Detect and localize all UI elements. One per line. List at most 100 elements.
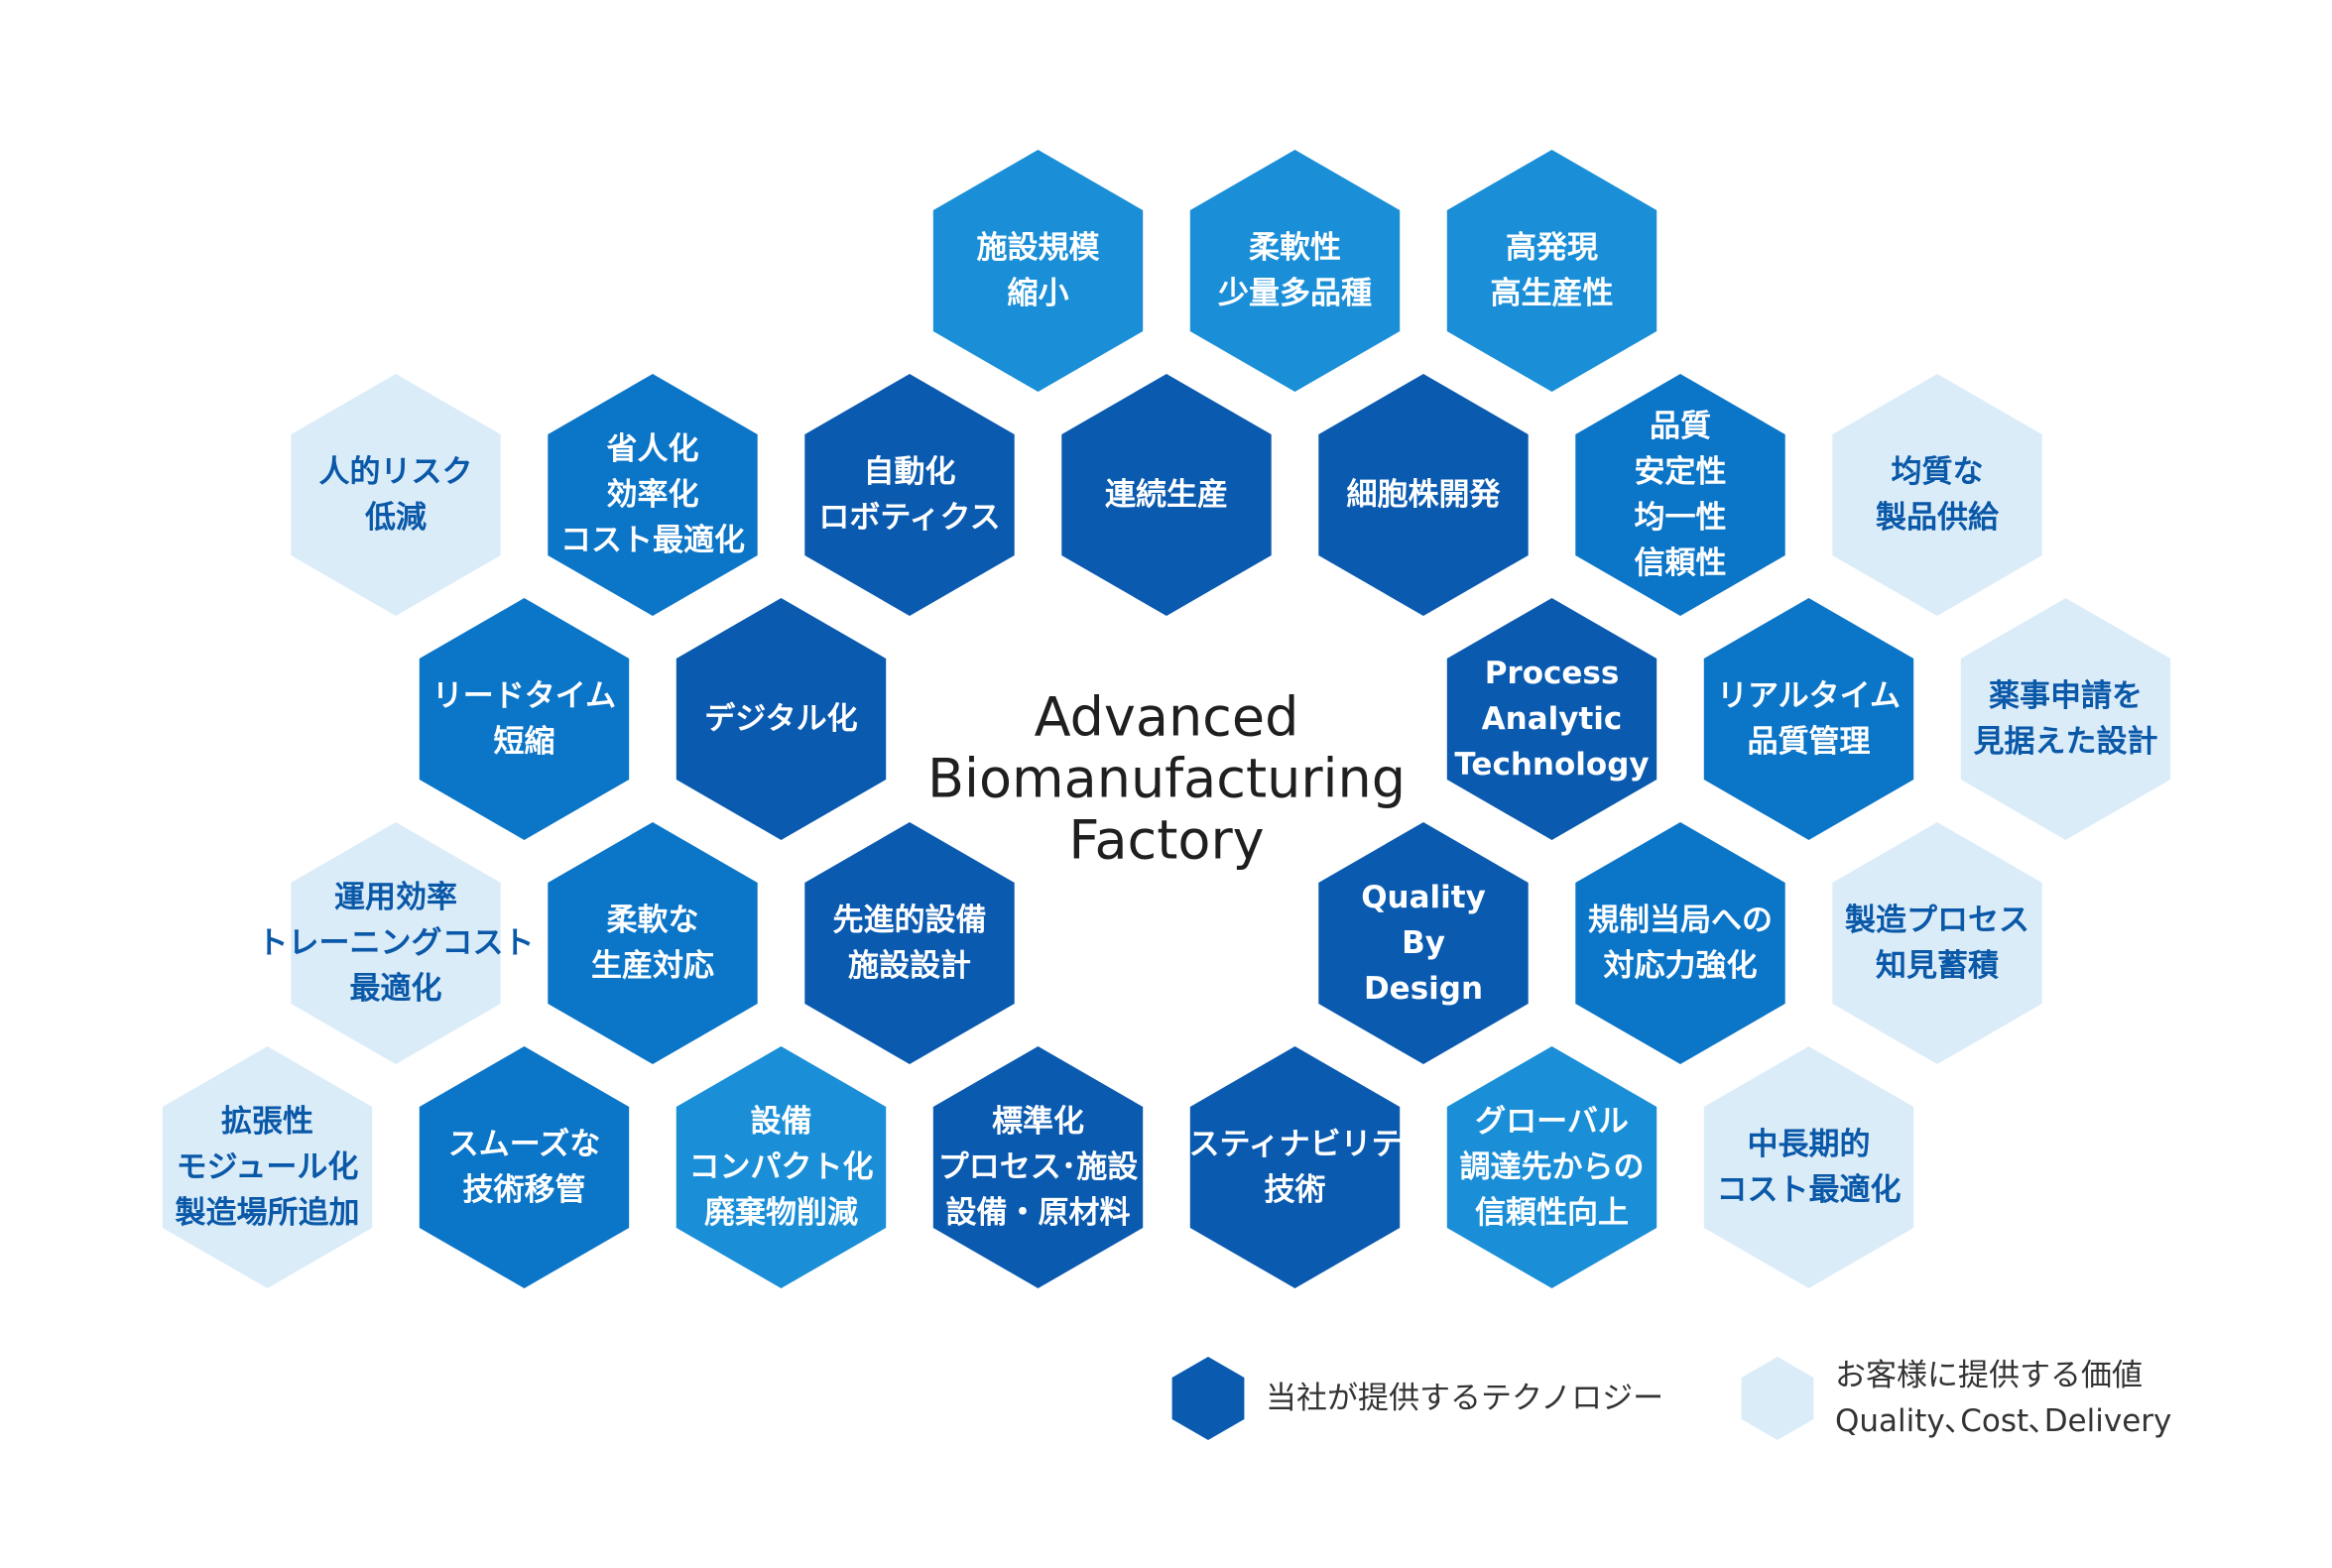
hex-label-line: サスティナビリティ <box>1159 1127 1431 1162</box>
legend-swatch <box>1171 1357 1245 1440</box>
hex-shape <box>1318 374 1529 616</box>
hex-shape <box>1446 150 1657 392</box>
hex-label-line: 設備・原材料 <box>946 1195 1131 1231</box>
hex-label-line: 拡張性 <box>221 1104 313 1140</box>
hex-shape <box>1189 1046 1401 1288</box>
hex-label-line: 信頼性 <box>1635 545 1727 581</box>
hex-label-line: スムーズな <box>448 1127 600 1162</box>
hex-shape <box>1575 374 1785 616</box>
hex-label-line: 薬事申請を <box>1989 678 2143 714</box>
hex-label-line: 標準化 <box>992 1104 1084 1140</box>
hex-label-line: 先進的設備 <box>833 903 987 938</box>
legend-swatch <box>1741 1357 1814 1440</box>
hex-label-line: 効率化 <box>607 477 699 513</box>
hex-label-line: 高発現 <box>1506 230 1598 266</box>
hex-label-line: 高生産性 <box>1491 276 1614 311</box>
legend-value: お客様に提供する価値 Quality､Cost､Delivery <box>1741 1357 2171 1440</box>
legend-tech: 当社が提供するテクノロジー <box>1171 1357 1663 1440</box>
hex-shape <box>1703 1046 1914 1288</box>
hex-shape <box>1575 822 1785 1064</box>
hex-label-line: Technology <box>1454 747 1649 783</box>
hex-shape <box>1832 822 2042 1064</box>
hex-label-line: Design <box>1364 971 1483 1007</box>
hex-label-line: 技術 <box>1265 1172 1326 1208</box>
hex-label-line: ロボティクス <box>818 500 1000 536</box>
hex-label-line: By <box>1402 925 1445 961</box>
hex-label-line: 対応力強化 <box>1604 948 1758 984</box>
hex-shape <box>804 374 1015 616</box>
hex-label-line: 技術移管 <box>463 1172 586 1208</box>
hex-label-line: 均一性 <box>1635 500 1727 536</box>
center-title-line: Advanced <box>1035 686 1299 749</box>
hex-label-line: 信頼性向上 <box>1475 1195 1629 1231</box>
hex-digitalization: デジタル化 <box>675 598 887 840</box>
legend-label: お客様に提供する価値 <box>1835 1358 2143 1393</box>
hex-label-line: 廃棄物削減 <box>704 1195 858 1231</box>
hex-shape <box>804 822 1015 1064</box>
hex-shape <box>932 1046 1144 1288</box>
hex-label-line: 設備 <box>751 1104 812 1140</box>
hex-label-line: 運用効率 <box>334 880 457 915</box>
hex-shape <box>291 374 501 616</box>
legend-label: 当社が提供するテクノロジー <box>1266 1381 1663 1416</box>
hex-label-line: 省人化 <box>607 431 699 467</box>
center-title-line: Biomanufacturing <box>927 748 1406 810</box>
hex-label-line: 施設設計 <box>848 948 971 984</box>
hex-label-line: 連続生産 <box>1105 477 1228 513</box>
hex-label-line: 安定性 <box>1635 454 1727 490</box>
hex-shape <box>162 1046 373 1288</box>
hex-shape <box>548 374 758 616</box>
hex-shape <box>675 598 887 840</box>
hex-label-line: 低減 <box>364 500 427 536</box>
hex-label-line: 最適化 <box>350 971 442 1007</box>
hex-label-line: Quality <box>1361 880 1486 915</box>
hex-shape <box>419 598 630 840</box>
hex-label-line: グローバル <box>1475 1104 1629 1140</box>
hex-label-line: トレーニングコスト <box>258 925 535 961</box>
hex-label-line: 少量多品種 <box>1218 276 1372 311</box>
hex-label-line: プロセス･施設 <box>938 1149 1139 1185</box>
hex-label-line: 品質管理 <box>1748 724 1871 760</box>
hex-label-line: 細胞株開発 <box>1347 477 1502 513</box>
hex-label-line: デジタル化 <box>704 701 857 737</box>
hex-label-line: 柔軟な <box>607 903 699 938</box>
hex-label-line: 品質 <box>1650 409 1711 444</box>
hex-label-line: 中長期的 <box>1748 1127 1871 1162</box>
legend-label: Quality､Cost､Delivery <box>1835 1403 2171 1439</box>
hex-label-line: 製品供給 <box>1876 500 2000 536</box>
hex-shape <box>1832 374 2042 616</box>
hex-label-line: モジュール化 <box>177 1149 359 1185</box>
hex-label-line: Process <box>1485 656 1620 691</box>
hex-label-line: 短縮 <box>494 724 555 760</box>
hex-label-line: コスト最適化 <box>1717 1172 1902 1208</box>
hex-shape <box>1703 598 1914 840</box>
hex-label-line: Analytic <box>1482 701 1623 737</box>
hex-label-line: 製造プロセス <box>1845 903 2029 938</box>
center-title-line: Factory <box>1068 809 1264 872</box>
hex-label-line: 規制当局への <box>1588 903 1773 938</box>
hexagon-grid: 施設規模縮小柔軟性少量多品種高発現高生産性人的リスク低減省人化効率化コスト最適化… <box>162 150 2171 1288</box>
hex-label-line: コスト最適化 <box>560 523 745 558</box>
hex-shape <box>932 150 1144 392</box>
hex-shape <box>1189 150 1401 392</box>
hex-shape <box>1318 822 1529 1064</box>
hex-label-line: 製造場所追加 <box>176 1195 360 1231</box>
hex-cell-line: 細胞株開発 <box>1318 374 1529 616</box>
